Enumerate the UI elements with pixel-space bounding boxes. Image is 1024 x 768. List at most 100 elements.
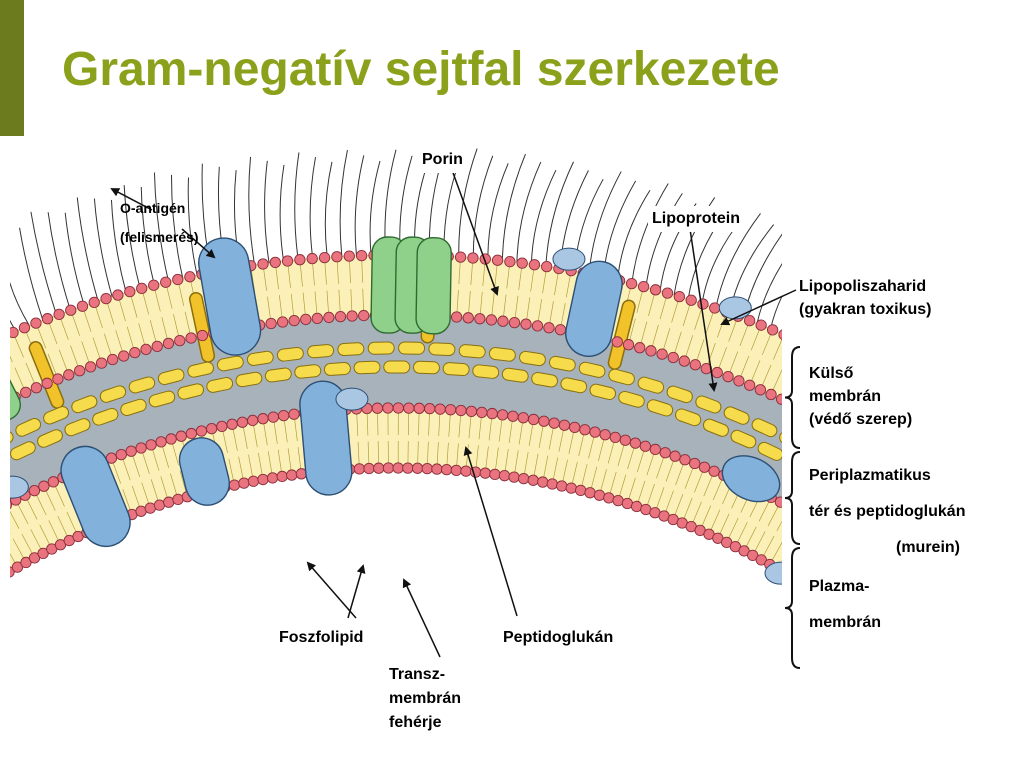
phospholipid-head [479, 467, 491, 479]
lipid-tail [795, 556, 809, 579]
label-o-antigen-note: (felismerés) [120, 229, 199, 245]
phospholipid-head [790, 334, 800, 344]
lps-fiber [110, 199, 127, 293]
phospholipid-head [53, 308, 65, 321]
phospholipid-head [382, 462, 395, 474]
phospholipid-head [679, 454, 691, 466]
lps-fiber [309, 156, 317, 259]
phospholipid-head [424, 403, 436, 415]
phospholipid-head [52, 373, 64, 385]
phospholipid-head [538, 415, 550, 427]
phospholipid-head [140, 343, 152, 356]
label-lps: Lipopoliszaharid [799, 278, 927, 295]
peptidoglycan-unit [428, 342, 456, 357]
phospholipid-head [346, 310, 358, 322]
porin [0, 335, 7, 436]
phospholipid-head [440, 464, 453, 476]
phospholipid-head [865, 551, 875, 561]
lps-fiber [294, 152, 300, 260]
phospholipid-head [839, 534, 849, 544]
phospholipid-head [496, 409, 509, 421]
phospholipid-head [541, 260, 553, 273]
phospholipid-head [528, 259, 541, 271]
peptidoglycan-unit [751, 418, 778, 438]
peptidoglycan-unit [805, 443, 834, 466]
lipid-tail [0, 515, 1, 539]
phospholipid-head [455, 404, 467, 417]
phospholipid-head [434, 403, 446, 415]
phospholipid-head [371, 402, 384, 414]
phospholipid-head [300, 313, 312, 326]
phospholipid-head [830, 528, 840, 538]
phospholipid-head [856, 545, 866, 555]
phospholipid-head [266, 472, 279, 484]
lipid-tail [0, 554, 1, 577]
peptidoglycan-unit [589, 383, 617, 400]
label-lps-note: (gyakran toxikus) [799, 301, 932, 318]
peptidoglycan-unit [383, 360, 411, 374]
lipid-tail [803, 522, 817, 545]
lipid-tail [0, 377, 4, 401]
lps-fiber [264, 160, 270, 264]
transmembrane-protein [60, 445, 131, 548]
phospholipid-head [711, 366, 723, 379]
label-o-antigen: O-antigén [120, 200, 186, 216]
phospholipid-head [353, 463, 366, 475]
phospholipid-head [451, 311, 463, 323]
phospholipid-head [697, 298, 709, 310]
lipid-tail [795, 517, 808, 540]
peptidoglycan-unit [695, 395, 722, 414]
lps-fiber [901, 309, 965, 394]
peptidoglycan-layer [10, 341, 834, 466]
peptidoglycan-unit [187, 361, 214, 378]
phospholipid-head [10, 400, 11, 404]
peptidoglycan-unit [353, 360, 381, 375]
peptidoglycan-unit [723, 406, 750, 425]
phospholipid-head [278, 409, 290, 422]
lps-fiber [770, 295, 782, 330]
phospholipid-head [637, 280, 650, 293]
phospholipid-head [172, 493, 184, 506]
phospholipid-head [625, 277, 638, 290]
phospholipid-head [508, 316, 521, 329]
phospholipid-head [162, 337, 175, 350]
lipid-tail [10, 532, 11, 534]
lps-fiber [588, 171, 622, 275]
lipid-tail [10, 355, 13, 363]
phospholipid-head [355, 249, 368, 262]
lps-fiber [938, 336, 1005, 417]
phospholipid-head [311, 312, 323, 325]
lipid-tail [951, 437, 967, 459]
lipid-tail [871, 568, 887, 590]
phospholipid-head [548, 417, 560, 429]
label-periplasm-3: (murein) [896, 539, 960, 556]
phospholipid-head [118, 350, 130, 362]
phospholipid-head [112, 289, 124, 301]
phospholipid-head [649, 284, 662, 296]
phospholipid-head [497, 315, 509, 327]
phospholipid-head [247, 475, 260, 487]
phospholipid-head [88, 296, 100, 309]
phospholipid-head [195, 425, 208, 437]
peptidoglycan-unit [608, 368, 635, 386]
peptidoglycan-unit [488, 347, 516, 362]
label-outer-membrane-2: membrán [809, 388, 882, 405]
lps-fiber [530, 169, 557, 265]
peptidoglycan-unit [675, 408, 702, 427]
peripheral-protein [178, 437, 231, 506]
label-outer-membrane-3: (védő szerep) [809, 411, 913, 428]
label-lipoprotein: Lipoprotein [648, 206, 744, 232]
phospholipid-head [129, 346, 141, 359]
label-periplasm-1: Periplazmatikus [809, 467, 931, 484]
lipoprotein [30, 342, 63, 408]
phospholipid-head [276, 470, 288, 483]
phospholipid-head [334, 311, 347, 323]
phospholipid-head [698, 461, 711, 473]
lps-fiber [516, 161, 542, 263]
phospholipid-head [20, 556, 32, 569]
phospholipid-head [294, 254, 306, 266]
peptidoglycan-unit [730, 429, 757, 449]
lps-fiber [10, 281, 30, 327]
phospholipid-head [63, 369, 75, 381]
phospholipid-head [163, 496, 175, 508]
